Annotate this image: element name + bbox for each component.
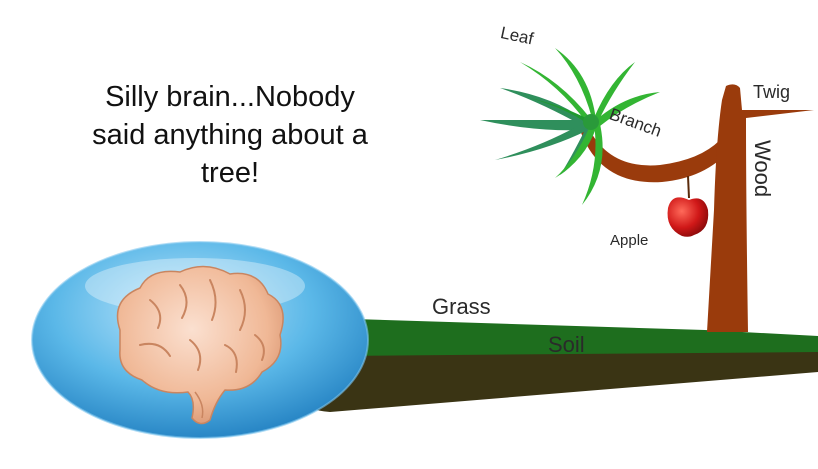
label-leaf: Leaf [499, 23, 536, 49]
label-soil: Soil [548, 332, 585, 357]
caption-line-3: tree! [200, 157, 260, 189]
caption-line-2: said anything about a [92, 119, 368, 151]
grass-layer [318, 318, 818, 356]
apple-icon [667, 197, 709, 237]
label-wood: Wood [750, 140, 775, 197]
apple-stem [687, 175, 690, 199]
soil-layer [300, 348, 818, 412]
label-twig: Twig [753, 82, 790, 102]
label-branch: Branch [607, 104, 664, 140]
tree-trunk [707, 84, 814, 333]
branch-shape [580, 120, 730, 183]
label-grass: Grass [432, 294, 491, 319]
leaf-cluster [480, 48, 660, 205]
brain-icon [116, 265, 284, 425]
caption-text: Silly brain...Nobody said anything about… [50, 78, 410, 192]
label-apple: Apple [610, 232, 648, 249]
caption-line-1: Silly brain...Nobody [105, 81, 355, 113]
